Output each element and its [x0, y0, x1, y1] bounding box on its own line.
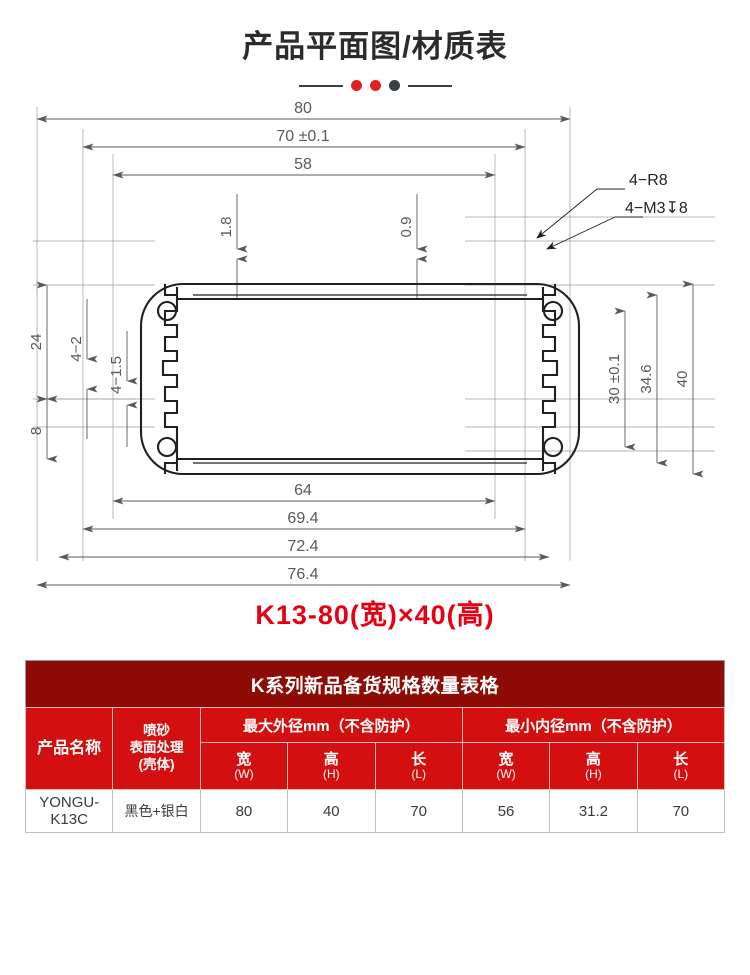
dim-69-4: 69.4 — [287, 510, 318, 527]
sub-unit: (L) — [411, 766, 427, 781]
header-inner-length: 长 (L) — [636, 742, 726, 791]
header-inner-height: 高 (H) — [549, 742, 638, 791]
leader-callouts: 4−R8 4−M3↧8 — [536, 172, 688, 250]
cell-outer-length: 70 — [374, 789, 463, 834]
dim-24: 24 — [28, 334, 45, 351]
extension-lines — [33, 107, 715, 562]
table-title: K系列新品备货规格数量表格 — [25, 660, 725, 708]
dim-80: 80 — [294, 100, 312, 117]
dimension-bottom: 64 69.4 72.4 76.4 — [36, 482, 571, 589]
header-group-inner: 最小内径mm（不含防护） — [461, 707, 726, 744]
divider-dot-3 — [388, 80, 400, 92]
dim-8: 8 — [28, 427, 45, 435]
header-outer-width: 宽 (W) — [199, 742, 289, 791]
enclosure-cross-section-drawing: 80 70 ±0.1 58 1.8 0.9 4−R8 4−M3↧8 — [28, 100, 715, 589]
dimension-right: 30 ±0.1 34.6 40 — [606, 280, 704, 478]
table-title-row: K系列新品备货规格数量表格 — [25, 660, 725, 708]
header-surface-finish: 喷砂 表面处理 (壳体) — [112, 707, 201, 791]
dim-72-4: 72.4 — [287, 538, 318, 555]
cell-outer-width: 80 — [199, 789, 289, 834]
screw-boss-bottom-left — [156, 437, 178, 458]
header-outer-height: 高 (H) — [287, 742, 376, 791]
table-group-header-row: 产品名称 喷砂 表面处理 (壳体) 最大外径mm（不含防护） 最小内径mm（不含… — [24, 707, 726, 791]
dim-4-1-5: 4−1.5 — [108, 356, 125, 394]
cell-inner-width: 56 — [461, 789, 551, 834]
page-header: 产品平面图/材质表 — [0, 0, 750, 92]
finish-line-1: 喷砂 — [143, 723, 171, 739]
page-title: 产品平面图/材质表 — [242, 29, 508, 64]
spec-table: K系列新品备货规格数量表格 产品名称 喷砂 表面处理 (壳体) 最大外径mm（不… — [24, 660, 726, 834]
header-product-name: 产品名称 — [24, 707, 114, 791]
sub-label: 长 — [411, 750, 427, 768]
dimension-top: 80 70 ±0.1 58 — [36, 100, 571, 179]
enclosure-profile — [139, 283, 581, 476]
dim-58: 58 — [294, 156, 312, 173]
divider-rule-right — [407, 84, 452, 87]
sub-label: 长 — [673, 750, 689, 768]
screw-boss-top-right — [542, 301, 564, 322]
sub-label: 高 — [323, 750, 339, 768]
sub-unit: (H) — [322, 766, 340, 781]
product-caption: K13-80(宽)×40(高) — [255, 600, 495, 631]
dim-76-4: 76.4 — [287, 566, 318, 583]
cavity-outline — [161, 298, 559, 461]
table-row: YONGU-K13C 黑色+银白 80 40 70 56 31.2 70 — [24, 789, 726, 834]
title-divider — [0, 80, 750, 92]
divider-dot-2 — [369, 80, 381, 92]
dimension-inner-top: 1.8 0.9 — [218, 194, 428, 300]
callout-4-R8: 4−R8 — [629, 172, 668, 189]
finish-line-3: (壳体) — [138, 757, 175, 773]
sub-label: 宽 — [498, 750, 514, 768]
cell-surface-finish: 黑色+银白 — [112, 789, 201, 834]
cell-inner-length: 70 — [636, 789, 726, 834]
header-inner-width: 宽 (W) — [461, 742, 551, 791]
dimension-left: 24 8 4−2 4−1.5 — [28, 281, 138, 463]
dim-30: 30 ±0.1 — [606, 354, 623, 404]
technical-drawing-container: 80 70 ±0.1 58 1.8 0.9 4−R8 4−M3↧8 — [0, 99, 750, 589]
sub-unit: (H) — [585, 766, 602, 781]
callout-4-M3: 4−M3↧8 — [625, 200, 688, 217]
cell-product-name: YONGU-K13C — [24, 789, 114, 834]
cell-inner-height: 31.2 — [549, 789, 638, 834]
sub-unit: (L) — [673, 766, 689, 781]
screw-boss-top-left — [156, 301, 178, 322]
sub-label: 宽 — [236, 750, 252, 768]
divider-dot-1 — [350, 80, 362, 92]
dim-0-9: 0.9 — [398, 217, 415, 238]
sub-unit: (W) — [496, 766, 516, 781]
table-sub-header-row: 宽 (W) 高 (H) 长 (L) 宽 (W) 高 (H) 长 (L) — [26, 742, 726, 791]
sub-unit: (W) — [234, 766, 254, 781]
divider-rule-left — [298, 84, 343, 87]
header-outer-length: 长 (L) — [374, 742, 463, 791]
header-group-outer: 最大外径mm（不含防护） — [199, 707, 463, 744]
dim-34-6: 34.6 — [638, 364, 655, 393]
dim-4-2: 4−2 — [68, 336, 85, 361]
spec-table-container: K系列新品备货规格数量表格 产品名称 喷砂 表面处理 (壳体) 最大外径mm（不… — [24, 660, 726, 834]
finish-line-2: 表面处理 — [129, 740, 184, 756]
dim-1-8: 1.8 — [218, 217, 235, 238]
shell-outline — [139, 283, 581, 476]
dim-64: 64 — [294, 482, 312, 499]
dim-70: 70 ±0.1 — [276, 128, 329, 145]
cell-outer-height: 40 — [287, 789, 376, 834]
dim-40: 40 — [674, 371, 691, 388]
screw-boss-bottom-right — [542, 437, 564, 458]
sub-label: 高 — [585, 750, 601, 768]
